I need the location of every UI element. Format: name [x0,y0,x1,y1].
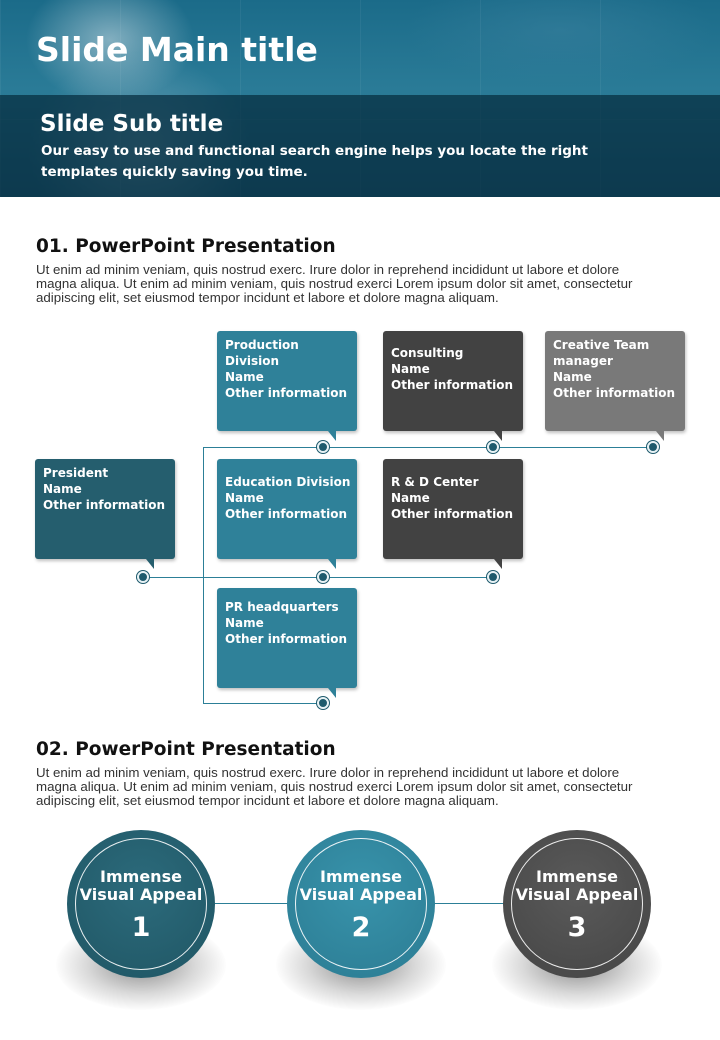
box-title: Consulting [391,346,464,360]
box-info: Other information [391,378,513,392]
callout-tail [494,431,502,441]
connector-dot [317,571,329,583]
circle-ring [511,838,643,970]
circle-label-line1: Immense [100,867,182,886]
org-box-pr-headquarters: PR headquarters Name Other information [217,588,357,698]
callout-tail [146,559,154,569]
slide-main-title: Slide Main title [36,30,318,69]
circle-label: Immense Visual Appeal [287,868,435,904]
connector-dot [487,571,499,583]
section2-body: Ut enim ad minim veniam, quis nostrud ex… [36,765,633,808]
circle-number: 3 [567,912,587,943]
callout-tail [494,559,502,569]
box-name: Name [225,370,264,384]
section1-title: 01. PowerPoint Presentation [36,236,336,257]
org-box-education: Education Division Name Other informatio… [217,459,357,569]
box-title-line2: manager [553,354,613,368]
box-info: Other information [553,386,675,400]
circle-label-line2: Visual Appeal [515,885,639,904]
connector-dot [317,441,329,453]
circle-label-line2: Visual Appeal [79,885,203,904]
circle-label: Immense Visual Appeal [67,868,215,904]
org-bottom-connector [203,703,323,704]
circle-item-3: Immense Visual Appeal 3 [503,830,651,978]
subtitle-description: Our easy to use and functional search en… [41,143,588,180]
callout-tail [328,559,336,569]
circle-ring [75,838,207,970]
box-title: President [43,466,109,480]
org-box-president: President Name Other information [35,459,175,569]
circle-label: Immense Visual Appeal [503,868,651,904]
box-title: Creative Team [553,338,650,352]
connector-dot [487,441,499,453]
circle-item-1: Immense Visual Appeal 1 [67,830,215,978]
org-box-production: Production Division Name Other informati… [217,331,357,441]
box-name: Name [391,491,430,505]
slide-sub-title: Slide Sub title [40,111,224,137]
box-name: Name [43,482,82,496]
circle-number: 2 [351,912,371,943]
circle-label-line1: Immense [536,867,618,886]
org-box-consulting: Consulting Name Other information [383,331,523,441]
callout-tail [328,688,336,698]
connector-dot [647,441,659,453]
circle-number: 1 [131,912,151,943]
box-title: PR headquarters [225,600,339,614]
box-title-line2: Division [225,354,280,368]
box-name: Name [391,362,430,376]
org-top-connector [203,447,653,448]
box-info: Other information [225,507,347,521]
box-info: Other information [225,386,347,400]
box-title: Education Division [225,475,351,489]
connector-dot [317,697,329,709]
box-info: Other information [391,507,513,521]
box-name: Name [225,491,264,505]
callout-tail [656,431,664,441]
section1-body: Ut enim ad minim veniam, quis nostrud ex… [36,262,633,305]
subtitle-band [0,95,720,197]
box-name: Name [553,370,592,384]
connector-dot [137,571,149,583]
circle-item-2: Immense Visual Appeal 2 [287,830,435,978]
callout-tail [328,431,336,441]
box-name: Name [225,616,264,630]
org-box-creative-team: Creative Team manager Name Other informa… [545,331,685,441]
circle-ring [295,838,427,970]
org-box-rd-center: R & D Center Name Other information [383,459,523,569]
org-vertical-connector [203,447,204,703]
section2-title: 02. PowerPoint Presentation [36,739,336,760]
box-info: Other information [43,498,165,512]
box-title: Production [225,338,299,352]
box-info: Other information [225,632,347,646]
circle-label-line2: Visual Appeal [299,885,423,904]
circle-label-line1: Immense [320,867,402,886]
box-title: R & D Center [391,475,479,489]
